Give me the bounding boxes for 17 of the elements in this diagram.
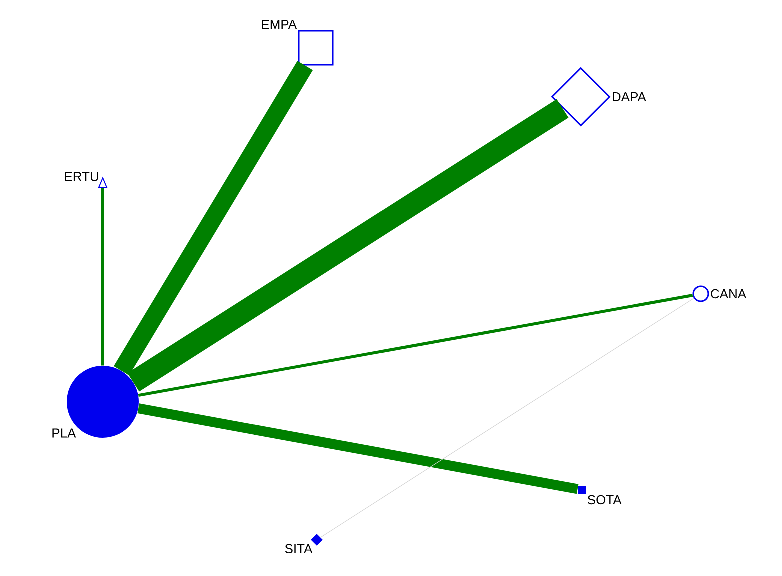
network-edge: [128, 99, 569, 392]
network-node: CANA: [692, 286, 747, 302]
node-label: CANA: [711, 289, 747, 299]
network-edge: [102, 188, 104, 366]
network-node: SITA: [285, 534, 323, 554]
node-label: ERTU: [65, 172, 98, 182]
network-node: PLA: [52, 366, 139, 438]
node-label: SOTA: [588, 495, 622, 505]
node-label: SITA: [285, 544, 313, 554]
network-edge: [138, 404, 579, 494]
node-label: DAPA: [613, 92, 646, 102]
node-label: EMPA: [262, 20, 298, 30]
network-node: SOTA: [578, 486, 622, 505]
network-edge: [138, 294, 694, 398]
network-edge: [320, 298, 694, 538]
network-edge: [114, 61, 314, 376]
network-node: EMPA: [262, 20, 334, 66]
